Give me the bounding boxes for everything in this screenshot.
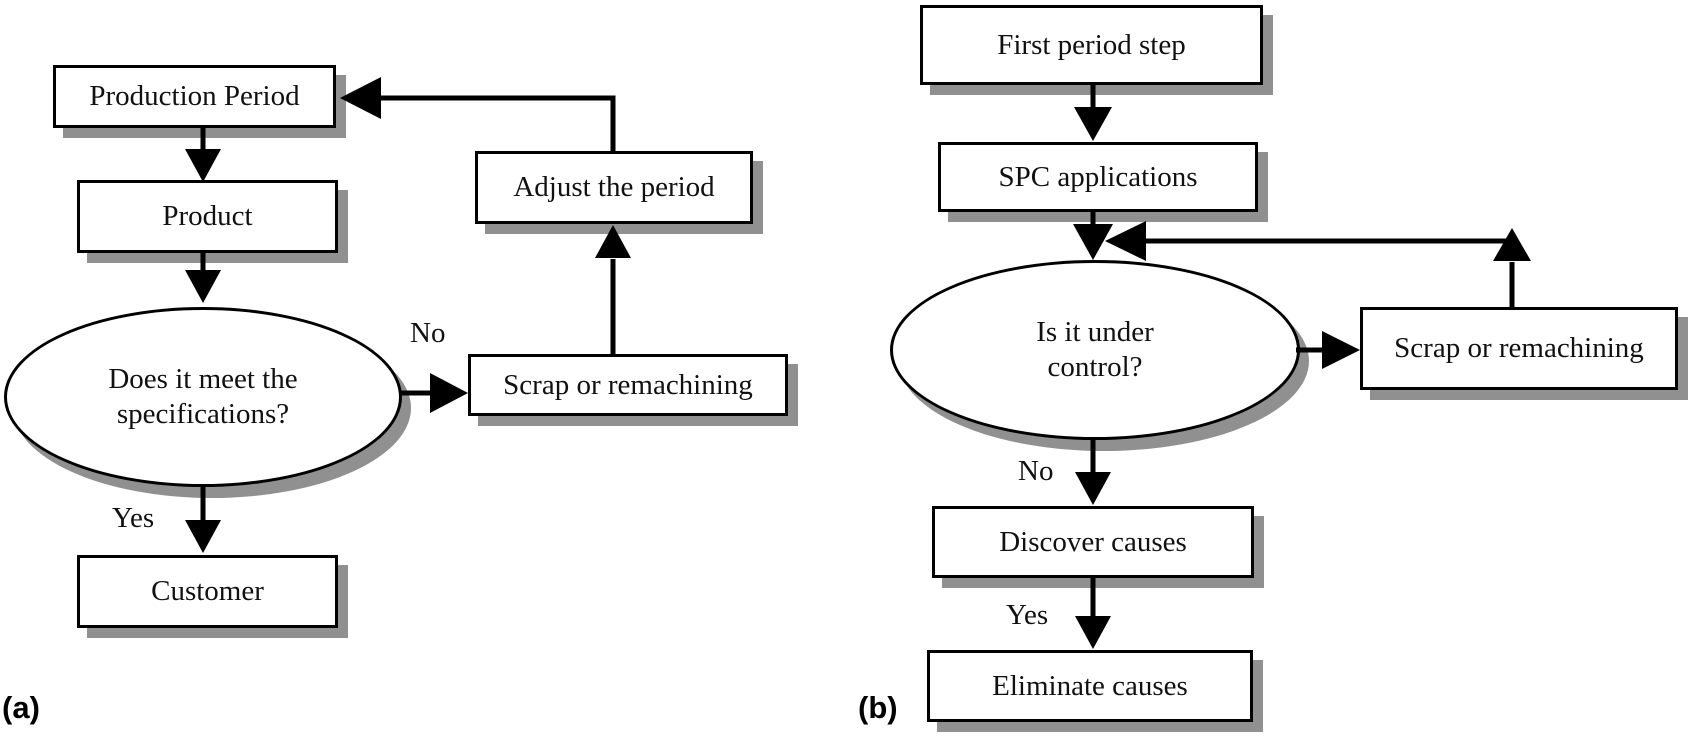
node-scrap-or-remachining-b-label: Scrap or remachining	[1394, 332, 1644, 365]
edge-b-decision-to-scrap	[1296, 331, 1360, 369]
node-discover-causes-label: Discover causes	[999, 525, 1187, 558]
edge-label-no-a: No	[410, 317, 446, 349]
decision-a-line1: Does it meet the	[108, 363, 298, 396]
edge-label-no-b: No	[1018, 455, 1054, 487]
edge-a-scrap-to-adjust	[595, 225, 631, 354]
node-adjust-the-period: Adjust the period	[475, 151, 753, 224]
edge-b-discover-to-eliminate	[1075, 578, 1111, 649]
node-scrap-or-remachining-a-label: Scrap or remachining	[503, 368, 753, 401]
edge-label-yes-a: Yes	[112, 502, 155, 534]
node-decision-meets-specifications: Does it meet the specifications?	[4, 307, 402, 487]
node-eliminate-causes-label: Eliminate causes	[992, 669, 1188, 702]
edge-a-decision-to-customer	[185, 484, 221, 553]
edge-a-production-to-product	[185, 128, 221, 182]
edge-a-adjust-to-production	[340, 77, 616, 151]
node-eliminate-causes: Eliminate causes	[927, 650, 1253, 722]
node-customer-label: Customer	[151, 575, 264, 608]
node-adjust-the-period-label: Adjust the period	[513, 171, 715, 204]
edge-a-product-to-decision	[185, 253, 221, 303]
node-discover-causes: Discover causes	[932, 506, 1254, 578]
node-decision-is-it-under-control: Is it under control?	[890, 260, 1300, 440]
node-customer: Customer	[77, 555, 338, 628]
node-decision-is-it-under-control-label: Is it under control?	[1036, 315, 1154, 385]
node-scrap-or-remachining-b: Scrap or remachining	[1360, 307, 1678, 390]
decision-a-line2: specifications?	[116, 398, 290, 430]
node-first-period-step: First period step	[920, 5, 1263, 85]
node-production-period: Production Period	[53, 65, 336, 128]
node-scrap-or-remachining-a: Scrap or remachining	[468, 354, 788, 416]
panel-label-b: (b)	[858, 690, 898, 725]
node-spc-applications: SPC applications	[938, 142, 1258, 212]
decision-b-line2: control?	[1047, 351, 1143, 383]
node-spc-applications-label: SPC applications	[998, 160, 1198, 193]
node-product: Product	[77, 180, 338, 253]
decision-b-line1: Is it under	[1036, 316, 1154, 349]
edge-b-decision-to-discover	[1075, 438, 1111, 505]
edge-b-spc-to-decision	[1073, 212, 1113, 260]
node-decision-meets-specifications-label: Does it meet the specifications?	[108, 362, 297, 432]
node-production-period-label: Production Period	[89, 80, 300, 113]
node-product-label: Product	[162, 200, 253, 233]
edge-label-yes-b: Yes	[1006, 599, 1049, 631]
node-first-period-step-label: First period step	[997, 28, 1186, 61]
edge-a-decision-to-scrap	[399, 373, 468, 413]
edge-b-first-to-spc	[1074, 85, 1112, 141]
panel-label-a: (a)	[2, 690, 40, 725]
